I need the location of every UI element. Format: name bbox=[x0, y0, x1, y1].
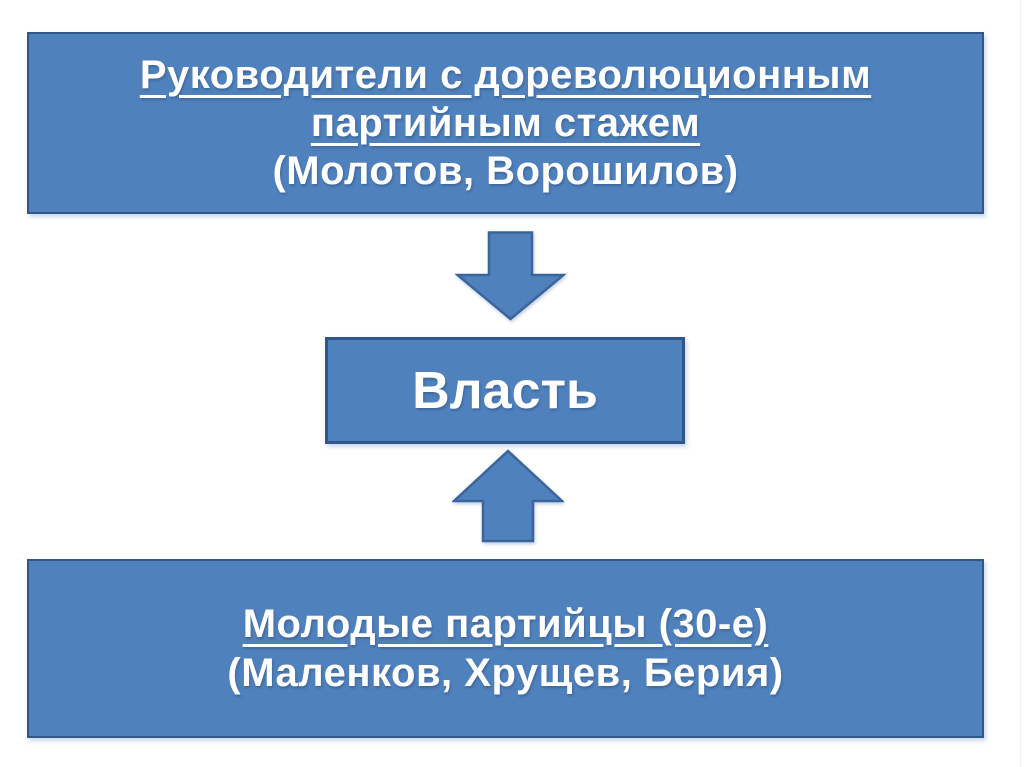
center-box-power: Власть bbox=[325, 337, 685, 444]
top-box-title-line1: Руководители с дореволюционным bbox=[139, 53, 872, 97]
top-box-subtitle-names: (Молотов, Ворошилов) bbox=[272, 149, 739, 193]
slide-right-edge-line bbox=[1020, 0, 1021, 767]
bottom-box-subtitle-names: (Маленков, Хрущев, Берия) bbox=[227, 650, 784, 695]
down-arrow-icon bbox=[455, 231, 566, 321]
top-box-text: Руководители с дореволюционным партийным… bbox=[140, 51, 871, 195]
bottom-box-young-party-members: Молодые партийцы (30-е) (Маленков, Хруще… bbox=[27, 559, 984, 738]
bottom-box-title: Молодые партийцы (30-е) bbox=[242, 601, 769, 646]
center-box-label: Власть bbox=[412, 361, 598, 420]
bottom-box-text: Молодые партийцы (30-е) (Маленков, Хруще… bbox=[227, 600, 783, 698]
up-arrow-icon bbox=[452, 449, 564, 543]
top-box-title-line2: партийным стажем bbox=[310, 101, 701, 145]
top-box-leaders-prerevolutionary: Руководители с дореволюционным партийным… bbox=[27, 32, 984, 214]
